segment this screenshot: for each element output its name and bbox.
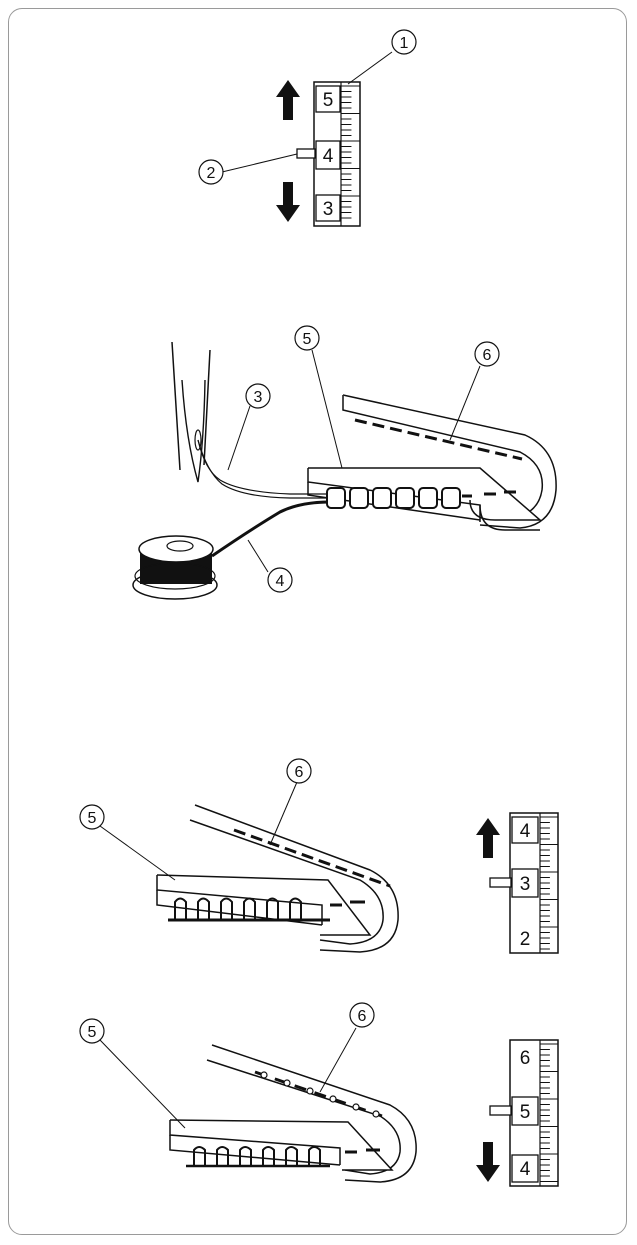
leaders-lower-2 <box>99 1027 357 1129</box>
dial-bottom-lower-number: 4 <box>520 1159 531 1180</box>
arrow-down-icon <box>276 182 300 222</box>
arrow-up-icon <box>276 80 300 120</box>
dial-scale-ticks <box>540 1043 558 1182</box>
callout-6-lower-1: 6 <box>286 758 312 784</box>
dial-middle-lower-number: 2 <box>520 929 531 950</box>
svg-text:5: 5 <box>88 1024 97 1041</box>
svg-text:5: 5 <box>303 331 312 348</box>
callout-6-lower-2: 6 <box>349 1002 375 1028</box>
arrow-down-icon <box>476 1142 500 1182</box>
callout-6-middle: 6 <box>474 341 500 367</box>
svg-text:5: 5 <box>88 810 97 827</box>
svg-text:6: 6 <box>358 1008 367 1025</box>
leaders-middle <box>227 349 481 573</box>
fabric-loose-bottom <box>156 804 399 953</box>
svg-text:6: 6 <box>483 347 492 364</box>
tension-dial-top[interactable]: 5 4 3 <box>221 51 393 227</box>
callout-5-lower-2: 5 <box>79 1018 105 1044</box>
needle-illustration <box>171 341 211 483</box>
dial-top-lower-number: 3 <box>323 199 334 220</box>
svg-text:2: 2 <box>207 165 216 182</box>
dial-middle-upper-number: 4 <box>520 821 531 842</box>
svg-text:3: 3 <box>254 389 263 406</box>
dial-scale-ticks <box>540 816 558 950</box>
tension-dial-middle[interactable]: 4 3 2 <box>476 812 559 954</box>
dial-scale-ticks <box>341 85 360 219</box>
tension-dial-bottom[interactable]: 6 5 4 <box>476 1039 559 1187</box>
upper-thread <box>197 439 330 499</box>
bobbin-icon <box>132 535 218 600</box>
dial-bottom-upper-number: 6 <box>520 1048 531 1069</box>
lower-thread <box>211 500 331 558</box>
fabric-tight-bottom <box>169 1044 417 1183</box>
callout-3: 3 <box>245 383 271 409</box>
svg-text:6: 6 <box>295 764 304 781</box>
callout-2: 2 <box>198 159 224 185</box>
dial-middle-middle-number: 3 <box>520 874 531 895</box>
arrow-up-icon <box>476 818 500 858</box>
leaders-lower-1 <box>99 781 298 881</box>
dial-top-middle-number: 4 <box>323 146 334 167</box>
svg-text:1: 1 <box>400 35 409 52</box>
dial-bottom-middle-number: 5 <box>520 1102 531 1123</box>
callout-5-lower-1: 5 <box>79 804 105 830</box>
fabric-balanced <box>307 394 557 531</box>
dial-top-upper-number: 5 <box>323 90 334 111</box>
callout-4: 4 <box>267 567 293 593</box>
svg-text:4: 4 <box>276 573 285 590</box>
callout-5-middle: 5 <box>294 325 320 351</box>
callout-1: 1 <box>391 29 417 55</box>
